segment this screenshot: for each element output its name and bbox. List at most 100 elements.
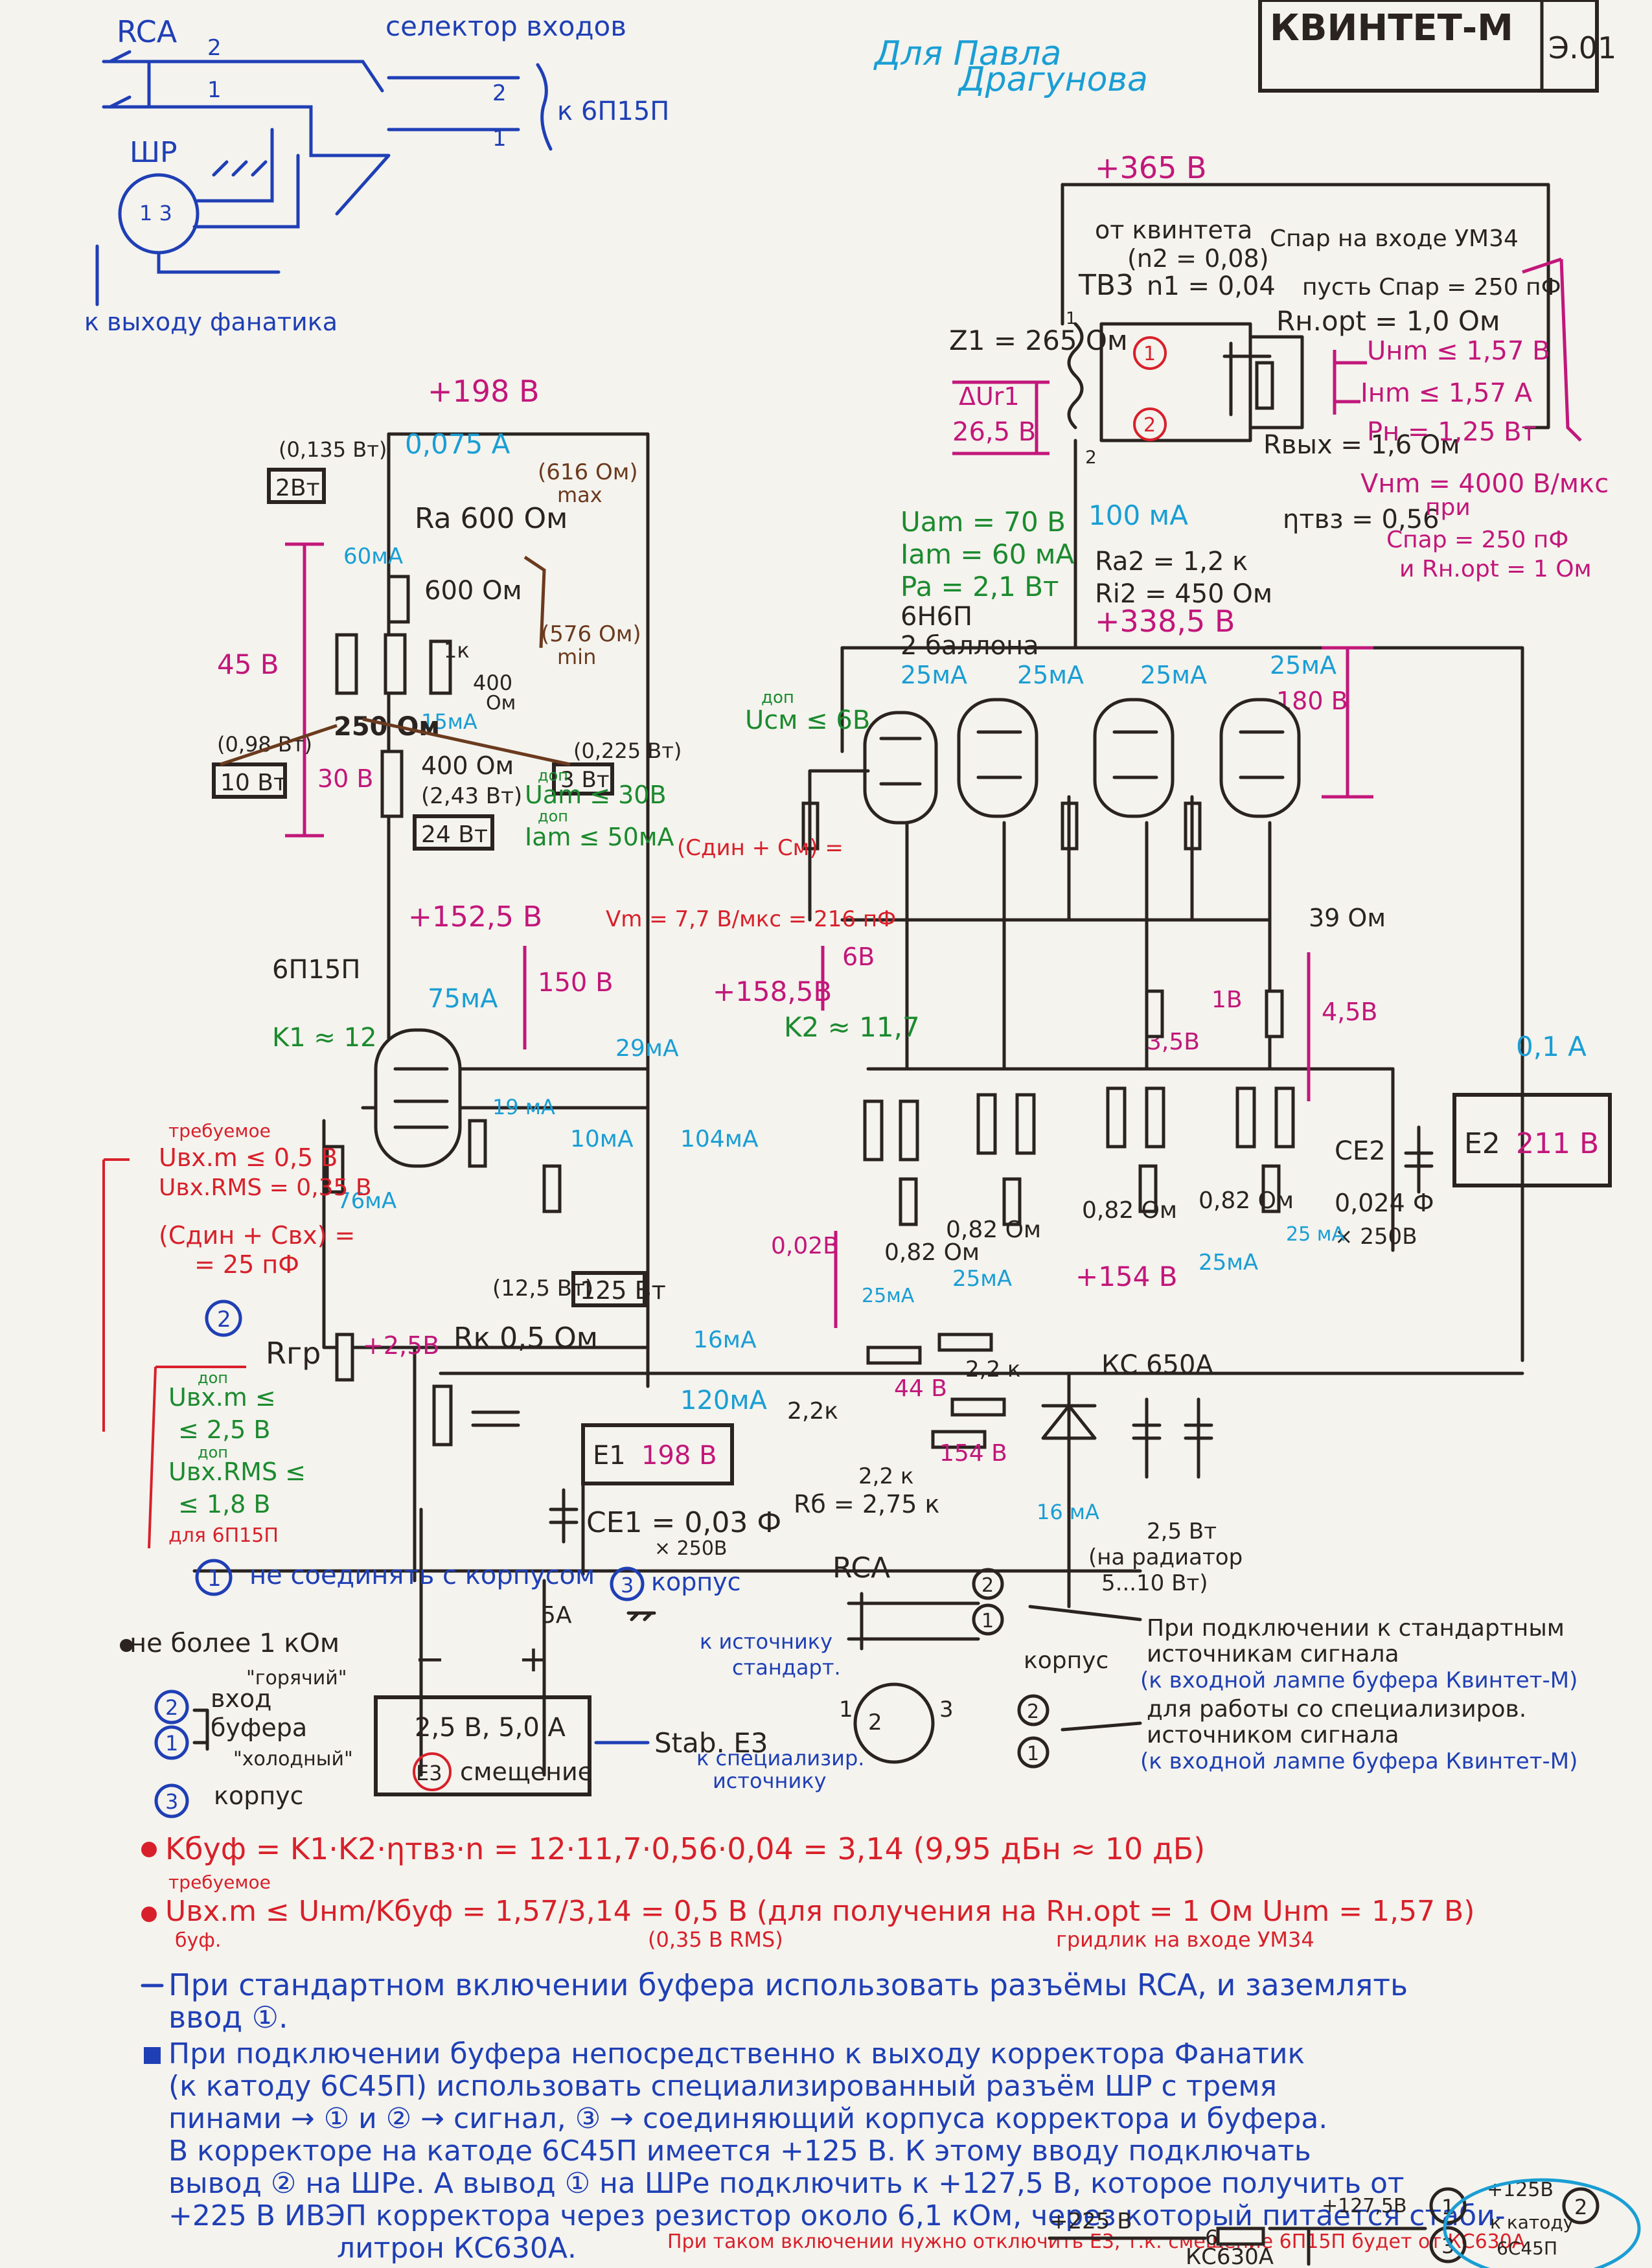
u-1v: 1В [1211, 987, 1243, 1013]
in-node-1: 1 [207, 1566, 222, 1592]
rail-152-5: +152,5 В [408, 900, 542, 934]
u-6v: 6В [842, 943, 875, 971]
kc650a: КС 650А [1101, 1350, 1213, 1380]
stabilizer-kc650a: КС 650А 2,2к 2,2 к 2,2 к 44 В 154 В Rб =… [787, 1333, 1243, 1596]
sp-pins: 1 3 [139, 201, 172, 225]
cdyn-cm: (Cдин + См) = [677, 835, 843, 861]
i-25-e2: 25 мА [1286, 1223, 1345, 1246]
dop-1: доп [198, 1369, 228, 1387]
rca-label-2: RCA [832, 1552, 890, 1585]
input-selector: RCA селектор входов 2 1 2 1 к 6П15П ШР 1… [84, 10, 669, 336]
r-576-min: min [557, 645, 596, 669]
ri2: Ri2 = 450 Ом [1095, 579, 1272, 609]
notes: При стандартном включении буфера использ… [141, 1967, 1641, 2268]
p-098: (0,98 Вт) [217, 732, 312, 757]
r-082-b: 0,82 Ом [946, 1217, 1041, 1243]
p-2-5w: 2,5 Вт [1147, 1518, 1217, 1544]
ubx-m-dop: Uвх.m ≤ [168, 1383, 276, 1412]
u-150: 150 В [538, 968, 614, 998]
tube-count: 2 баллона [901, 631, 1039, 661]
i-19: 19 мА [492, 1095, 555, 1119]
tv3-n2: (n2 = 0,08) [1127, 244, 1269, 273]
no-ground: не соединять с корпусом [249, 1561, 595, 1590]
c-25pf: = 25 пФ [194, 1250, 299, 1279]
i-tube3: 25мА [1140, 661, 1207, 689]
r-082-a: 0,82 Ом [884, 1239, 980, 1266]
tv3-winding-2: 2 [1085, 446, 1097, 468]
ucm-dop: доп [761, 688, 794, 707]
grid-leak-note: гридлик на входе УМ34 [1056, 1927, 1314, 1952]
source-std: к источнику [700, 1629, 832, 1654]
i-76: 76мА [337, 1188, 396, 1214]
note-std-1: При подключении к стандартным [1147, 1615, 1565, 1642]
r-400-unit: Ом [486, 692, 516, 715]
pn: Pн = 1,25 Вт [1367, 417, 1537, 447]
dedication-line1: Для Павла [873, 34, 1061, 73]
u-0-02v: 0,02В [771, 1233, 839, 1259]
hot-label: "горячий" [246, 1667, 347, 1690]
note-node-3: 3 [1441, 2234, 1454, 2258]
r-2-2k-c: 2,2 к [858, 1463, 913, 1489]
e3-rating: 2,5 В, 5,0 А [415, 1713, 566, 1743]
sheet-number: Э.01 [1548, 30, 1616, 65]
radiator-power: 5...10 Вт) [1101, 1570, 1208, 1596]
e3-bias: смещение [460, 1758, 593, 1786]
title-name: КВИНТЕТ-М [1270, 7, 1513, 49]
ce2-capacitance: 0,024 Ф [1335, 1189, 1434, 1217]
p-0135: (0,135 Вт) [279, 437, 387, 462]
tube-6p15p: 6П15П 75мА 150 В K1 ≈ 12 29мА 19 мА 10мА… [272, 946, 759, 1214]
unm: Uнm ≤ 1,57 В [1367, 336, 1550, 366]
k2: K2 ≈ 11,7 [784, 1011, 920, 1043]
source-spec-2: источнику [713, 1769, 827, 1793]
note-spec-3: (к входной лампе буфера Квинтет-М) [1140, 1748, 1577, 1774]
i-16: 16мА [693, 1327, 757, 1353]
u-30: 30 В [317, 764, 374, 793]
note-3: При таком включении нужно отключить Е3, … [667, 2230, 1526, 2253]
z1: Z1 = 265 Ом [949, 325, 1128, 356]
cpar-value: пусть Спар = 250 пФ [1302, 274, 1561, 301]
tv3-name: ТВ3 [1078, 269, 1134, 302]
i-104: 104мА [680, 1126, 759, 1152]
i-cath-a: 25мА [862, 1285, 915, 1307]
transformer-tv3: от квинтета (n2 = 0,08) ТВ3 n1 = 0,04 Сп… [949, 216, 1609, 582]
rail-365: +365 В [1095, 150, 1207, 185]
tube-6s45p: 6С45П [1497, 2238, 1557, 2259]
i-cath-b: 25мА [952, 1266, 1012, 1292]
r-2-2k-b: 2,2 к [965, 1357, 1020, 1382]
main-wiring [192, 183, 1550, 1777]
buffer-input-legend: "горячий" 2 вход буфера 1 "холодный" 3 к… [154, 1667, 353, 1818]
u-44: 44 В [894, 1375, 947, 1402]
i-100ma: 100 мА [1088, 499, 1188, 531]
eta-tv3: ηтвз = 0,56 [1283, 505, 1440, 534]
selector-ch1: 1 [492, 126, 507, 152]
ra2: Ra2 = 1,2 к [1095, 547, 1248, 577]
rail-198: +198 В [428, 374, 540, 409]
note-std-2: источникам сигнала [1147, 1641, 1399, 1667]
stage2-tubes [801, 698, 1301, 922]
buf-buffer: буфера [211, 1713, 307, 1742]
r-400-a: 400 [473, 670, 512, 695]
rgr: Rгр [266, 1336, 321, 1371]
slew-at: при [1425, 494, 1471, 521]
rh-opt: Rн.opt = 1,0 Ом [1276, 305, 1500, 337]
e1-voltage: 198 В [641, 1441, 717, 1471]
r-082-c: 0,82 Ом [1082, 1197, 1177, 1224]
tube-6n6p-4 [1219, 698, 1301, 818]
radiator: (на радиатор [1088, 1544, 1243, 1570]
rca-label: RCA [117, 14, 178, 49]
to-6p15p: к 6П15П [557, 97, 669, 126]
e3-label: E3 [416, 1761, 442, 1785]
dedication: Для Павла Драгунова [873, 34, 1148, 99]
to-output-label: к выходу фанатика [84, 308, 338, 336]
v-225: +225 В [1050, 2208, 1132, 2234]
r-082-d: 0,82 Ом [1199, 1187, 1294, 1214]
rail-338-5: +338,5 В [1095, 604, 1235, 639]
tv3-n1: n1 = 0,04 [1147, 271, 1276, 301]
note-2e: вывод ② на ШРе. А вывод ① на ШРе подключ… [168, 2167, 1405, 2200]
input-requirements: требуемое Uвх.m ≤ 0,5 В Uвх.RMS = 0,35 В… [102, 1120, 595, 1658]
tube-6n6p: 6Н6П [901, 602, 972, 632]
cpar-input: Спар на входе УМ34 [1270, 225, 1519, 252]
w-125: 125 Вт [580, 1276, 666, 1305]
i-cath-c: 25мА [1199, 1250, 1258, 1276]
